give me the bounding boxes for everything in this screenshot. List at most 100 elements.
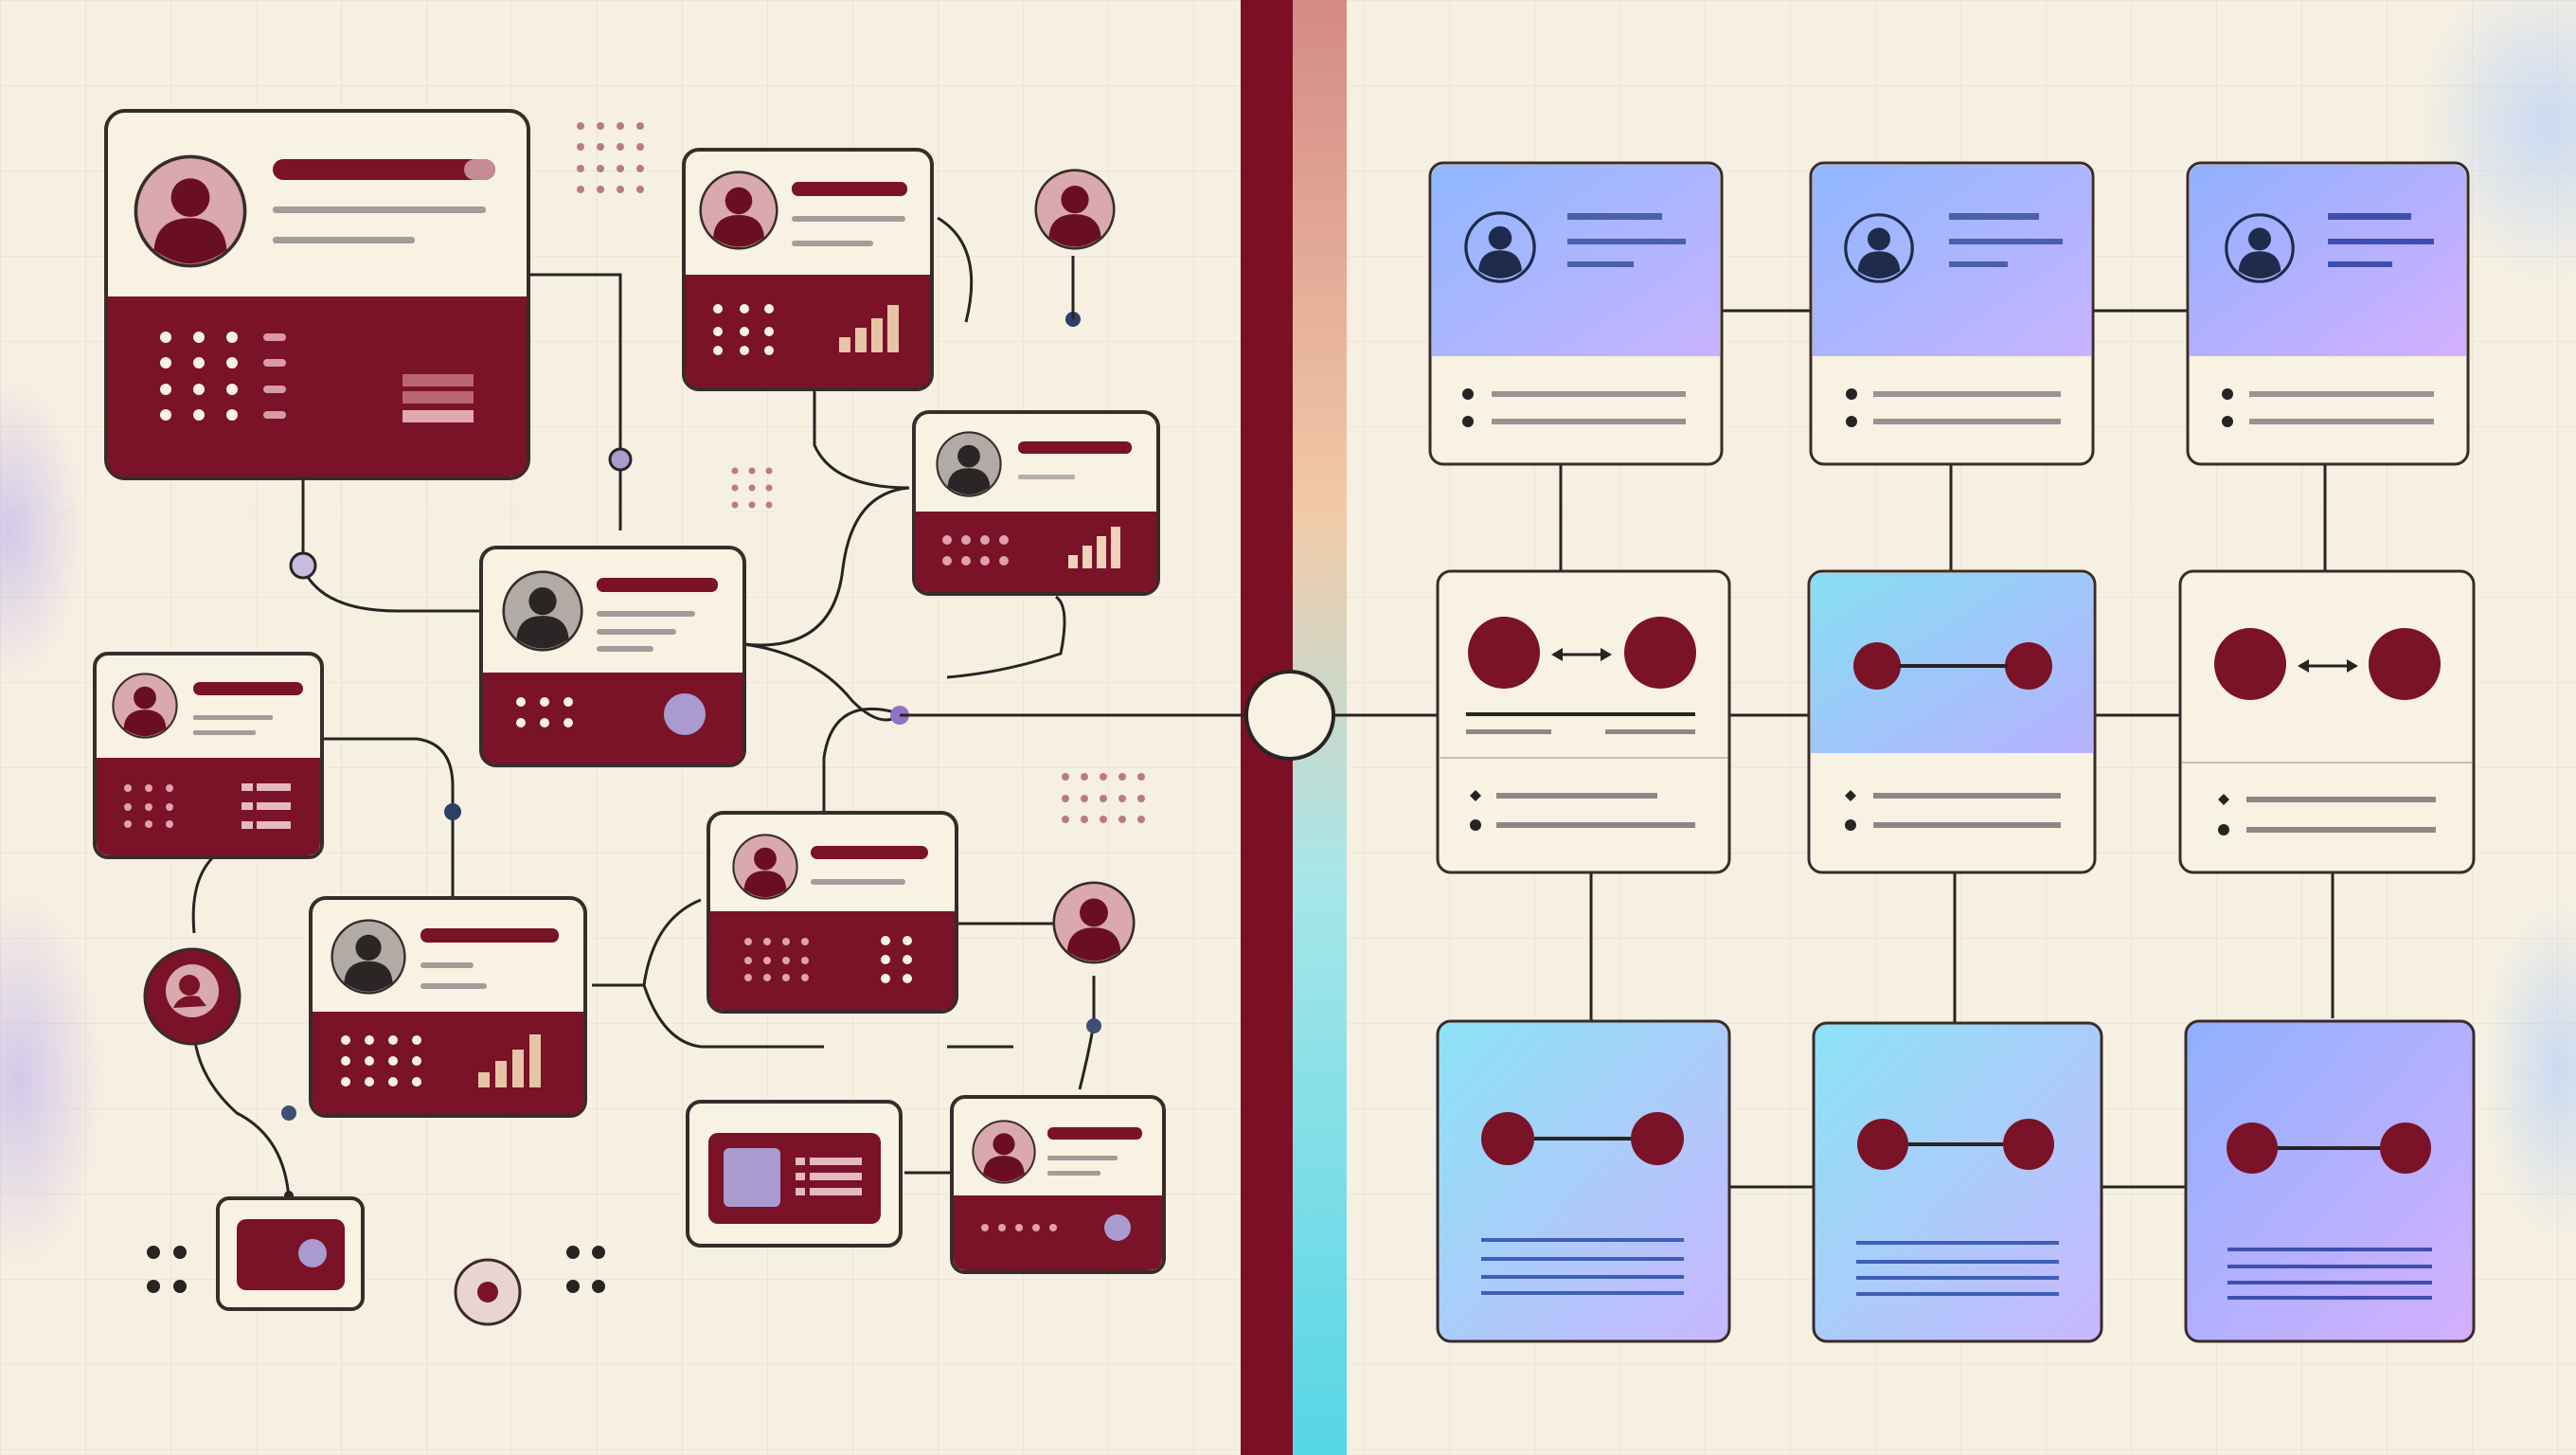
right-link-card-3[interactable] bbox=[2178, 569, 2476, 874]
text-line bbox=[273, 237, 415, 243]
text-line bbox=[2246, 797, 2436, 802]
purple-node bbox=[298, 1239, 327, 1267]
text-line bbox=[1492, 419, 1686, 424]
text-line bbox=[2227, 1265, 2432, 1268]
central-hub-node[interactable] bbox=[1244, 670, 1335, 761]
text-line bbox=[1873, 391, 2061, 397]
name-bar bbox=[792, 182, 907, 196]
text-line bbox=[1481, 1238, 1684, 1242]
right-link-card-2[interactable] bbox=[1807, 569, 2097, 874]
text-line bbox=[2249, 419, 2434, 424]
right-text-card-3[interactable] bbox=[2184, 1019, 2476, 1343]
text-line bbox=[1949, 261, 2008, 267]
right-profile-card-2[interactable] bbox=[1809, 161, 2095, 466]
dot-grid-icon bbox=[516, 697, 573, 728]
connector-node bbox=[608, 447, 633, 472]
name-bar bbox=[1047, 1127, 1142, 1140]
text-line bbox=[1496, 793, 1657, 799]
node-circle bbox=[1624, 617, 1696, 689]
right-text-card-1[interactable] bbox=[1436, 1019, 1731, 1343]
profile-card-center[interactable] bbox=[479, 546, 746, 767]
profile-card-right-upper[interactable] bbox=[912, 410, 1160, 596]
profile-card-left-middle[interactable] bbox=[93, 652, 324, 859]
dot-grid-icon bbox=[731, 467, 773, 509]
avatar-node-top[interactable] bbox=[1034, 169, 1116, 250]
dot-grid-icon bbox=[341, 1035, 421, 1087]
avatar-icon bbox=[699, 171, 778, 250]
small-node-bottom[interactable] bbox=[454, 1258, 522, 1326]
right-link-card-1[interactable] bbox=[1436, 569, 1731, 874]
avatar-node-lower-right[interactable] bbox=[1052, 881, 1136, 964]
connector-node bbox=[444, 803, 461, 820]
list-markers bbox=[263, 333, 286, 419]
profile-card-lower-middle[interactable] bbox=[707, 811, 958, 1014]
purple-node bbox=[664, 693, 706, 735]
avatar-icon bbox=[936, 431, 1002, 497]
text-line bbox=[597, 629, 676, 635]
list-icon bbox=[796, 1158, 862, 1195]
text-line bbox=[1873, 793, 2061, 799]
divider-line bbox=[1466, 712, 1695, 716]
avatar-icon bbox=[732, 834, 798, 900]
right-profile-card-1[interactable] bbox=[1428, 161, 1724, 466]
text-line bbox=[792, 216, 905, 222]
text-line bbox=[1949, 239, 2063, 244]
profile-card-lower-left[interactable] bbox=[309, 896, 587, 1118]
node-circle bbox=[2369, 628, 2441, 700]
avatar-icon bbox=[1052, 881, 1136, 964]
text-line bbox=[1047, 1156, 1118, 1160]
text-line bbox=[273, 207, 486, 213]
text-line bbox=[193, 730, 256, 735]
node-circle bbox=[2227, 1123, 2278, 1174]
text-line bbox=[1856, 1292, 2059, 1296]
text-line bbox=[1496, 822, 1695, 828]
connector-node bbox=[289, 551, 317, 580]
text-line bbox=[1492, 391, 1686, 397]
dot-grid-icon bbox=[981, 1224, 1057, 1231]
text-line bbox=[1466, 729, 1551, 734]
text-line bbox=[1481, 1291, 1684, 1295]
profile-card-top-middle[interactable] bbox=[682, 148, 934, 391]
text-line bbox=[1856, 1260, 2059, 1264]
dot-grid-icon bbox=[577, 122, 644, 193]
right-profile-card-3[interactable] bbox=[2186, 161, 2470, 466]
double-arrow-icon bbox=[2298, 659, 2358, 673]
node-circle bbox=[2003, 1119, 2054, 1170]
media-card-small[interactable] bbox=[216, 1196, 365, 1311]
right-text-card-2[interactable] bbox=[1812, 1021, 2103, 1343]
bar-chart-icon bbox=[839, 305, 899, 352]
connector-node bbox=[1086, 1018, 1101, 1033]
dot-grid-icon bbox=[160, 332, 238, 421]
text-line bbox=[2227, 1296, 2432, 1300]
media-card-bottom[interactable] bbox=[686, 1100, 903, 1248]
name-bar bbox=[1018, 441, 1132, 454]
text-line bbox=[597, 646, 653, 652]
name-bar bbox=[597, 578, 718, 592]
node-circle bbox=[2380, 1123, 2431, 1174]
dot-grid-icon bbox=[566, 1246, 605, 1293]
dot-grid-icon bbox=[147, 1246, 187, 1293]
image-icon bbox=[724, 1148, 780, 1207]
name-bar bbox=[273, 159, 495, 180]
glow-left-lower bbox=[0, 890, 104, 1269]
avatar-node-left-ring[interactable] bbox=[143, 947, 242, 1046]
name-bar bbox=[811, 846, 928, 859]
text-line bbox=[1856, 1241, 2059, 1245]
text-line bbox=[811, 879, 905, 885]
node-circle bbox=[1631, 1112, 1684, 1165]
text-line bbox=[2227, 1248, 2432, 1251]
node-circle bbox=[1481, 1112, 1534, 1165]
node-circle bbox=[1468, 617, 1540, 689]
purple-node bbox=[1104, 1214, 1131, 1241]
profile-card-bottom-right[interactable] bbox=[950, 1095, 1166, 1274]
name-bar bbox=[193, 682, 303, 695]
text-line bbox=[2246, 827, 2436, 833]
text-line bbox=[1567, 213, 1662, 220]
avatar-icon bbox=[502, 570, 583, 652]
text-line bbox=[792, 241, 873, 246]
profile-card-large[interactable] bbox=[104, 109, 530, 480]
text-line bbox=[1605, 729, 1695, 734]
text-line bbox=[2328, 239, 2434, 244]
